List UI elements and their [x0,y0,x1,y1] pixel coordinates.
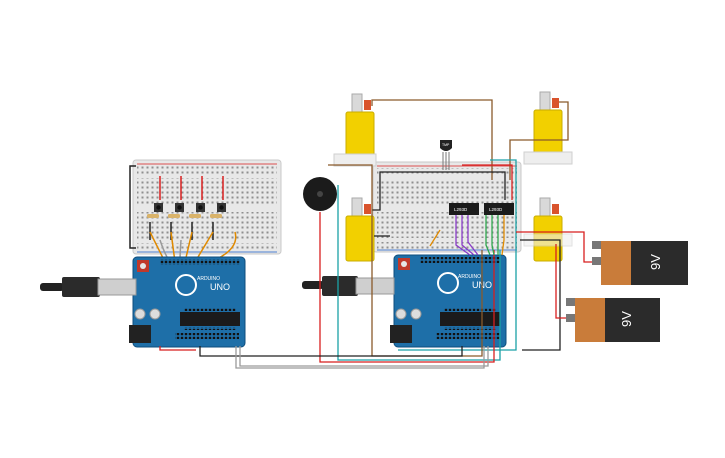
breadboard-left [132,159,282,255]
resistors-left [147,214,222,218]
pushbutton-3[interactable] [196,203,205,212]
pushbutton-4[interactable] [217,203,226,212]
dc-motor-top-left [333,93,377,167]
sensor-label: TMP [442,143,450,147]
chip-1-label: L293D [454,207,468,212]
temperature-sensor: TMP [440,140,452,170]
arduino-uno-left: ARDUINO UNO [129,256,246,348]
dc-motor-bottom-right [523,197,573,262]
battery-top-label: 9V [648,254,663,270]
wires-between-boards [159,346,489,369]
arduino-left-model: UNO [210,282,230,292]
pushbutton-2[interactable] [175,203,184,212]
usb-cable-right [302,276,395,296]
usb-cable-left [40,277,137,297]
chip-2-label: L293D [489,207,503,212]
arduino-right-brand: ARDUINO [458,274,481,280]
pushbutton-1[interactable] [154,203,163,212]
dc-motor-bottom-left [345,197,375,262]
arduino-left-brand: ARDUINO [197,276,220,282]
battery-bottom-label: 9V [619,311,634,327]
battery-9v-bottom: 9V [566,298,660,342]
piezo-buzzer [303,177,337,211]
arduino-uno-right: ARDUINO UNO [390,254,507,348]
motor-driver-chip-2: L293D [484,203,514,215]
motor-driver-chip-1: L293D [449,203,479,215]
dc-motor-top-right [523,91,573,165]
battery-9v-top: 9V [592,241,688,285]
